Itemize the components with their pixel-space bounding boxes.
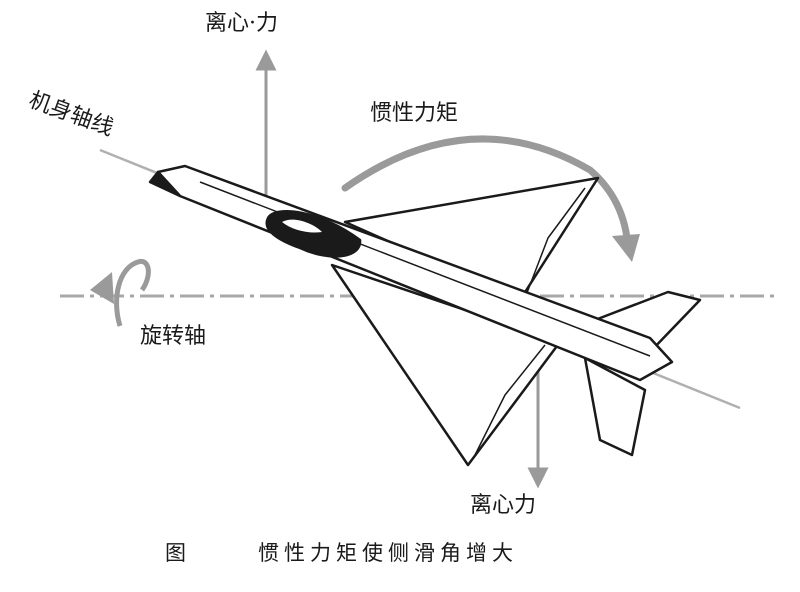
canopy-highlight — [282, 219, 322, 233]
rotation-axis-label: 旋转轴 — [140, 324, 207, 349]
inertia-moment-arrow — [341, 135, 632, 252]
centrifugal-force-bottom-label: 离心力 — [470, 493, 537, 518]
centrifugal-force-top-label: 离心·力 — [205, 11, 278, 36]
fuselage-stripe — [199, 181, 651, 357]
aircraft — [148, 164, 702, 467]
inertia-moment-arrowhead — [612, 234, 640, 262]
nose-tip — [148, 170, 182, 198]
rotation-direction-arrow — [114, 259, 151, 327]
cockpit-canopy — [265, 210, 362, 258]
rotation-direction-arrowhead — [90, 272, 114, 304]
figure-caption-text: 惯性力矩使侧滑角增大 — [258, 541, 518, 565]
lower-wing-fence — [474, 344, 546, 456]
tail-lower — [583, 356, 647, 457]
inertia-moment-label: 惯性力矩 — [370, 101, 459, 126]
upper-wing-fence — [524, 187, 586, 299]
figure-caption-prefix: 图 — [165, 541, 191, 565]
